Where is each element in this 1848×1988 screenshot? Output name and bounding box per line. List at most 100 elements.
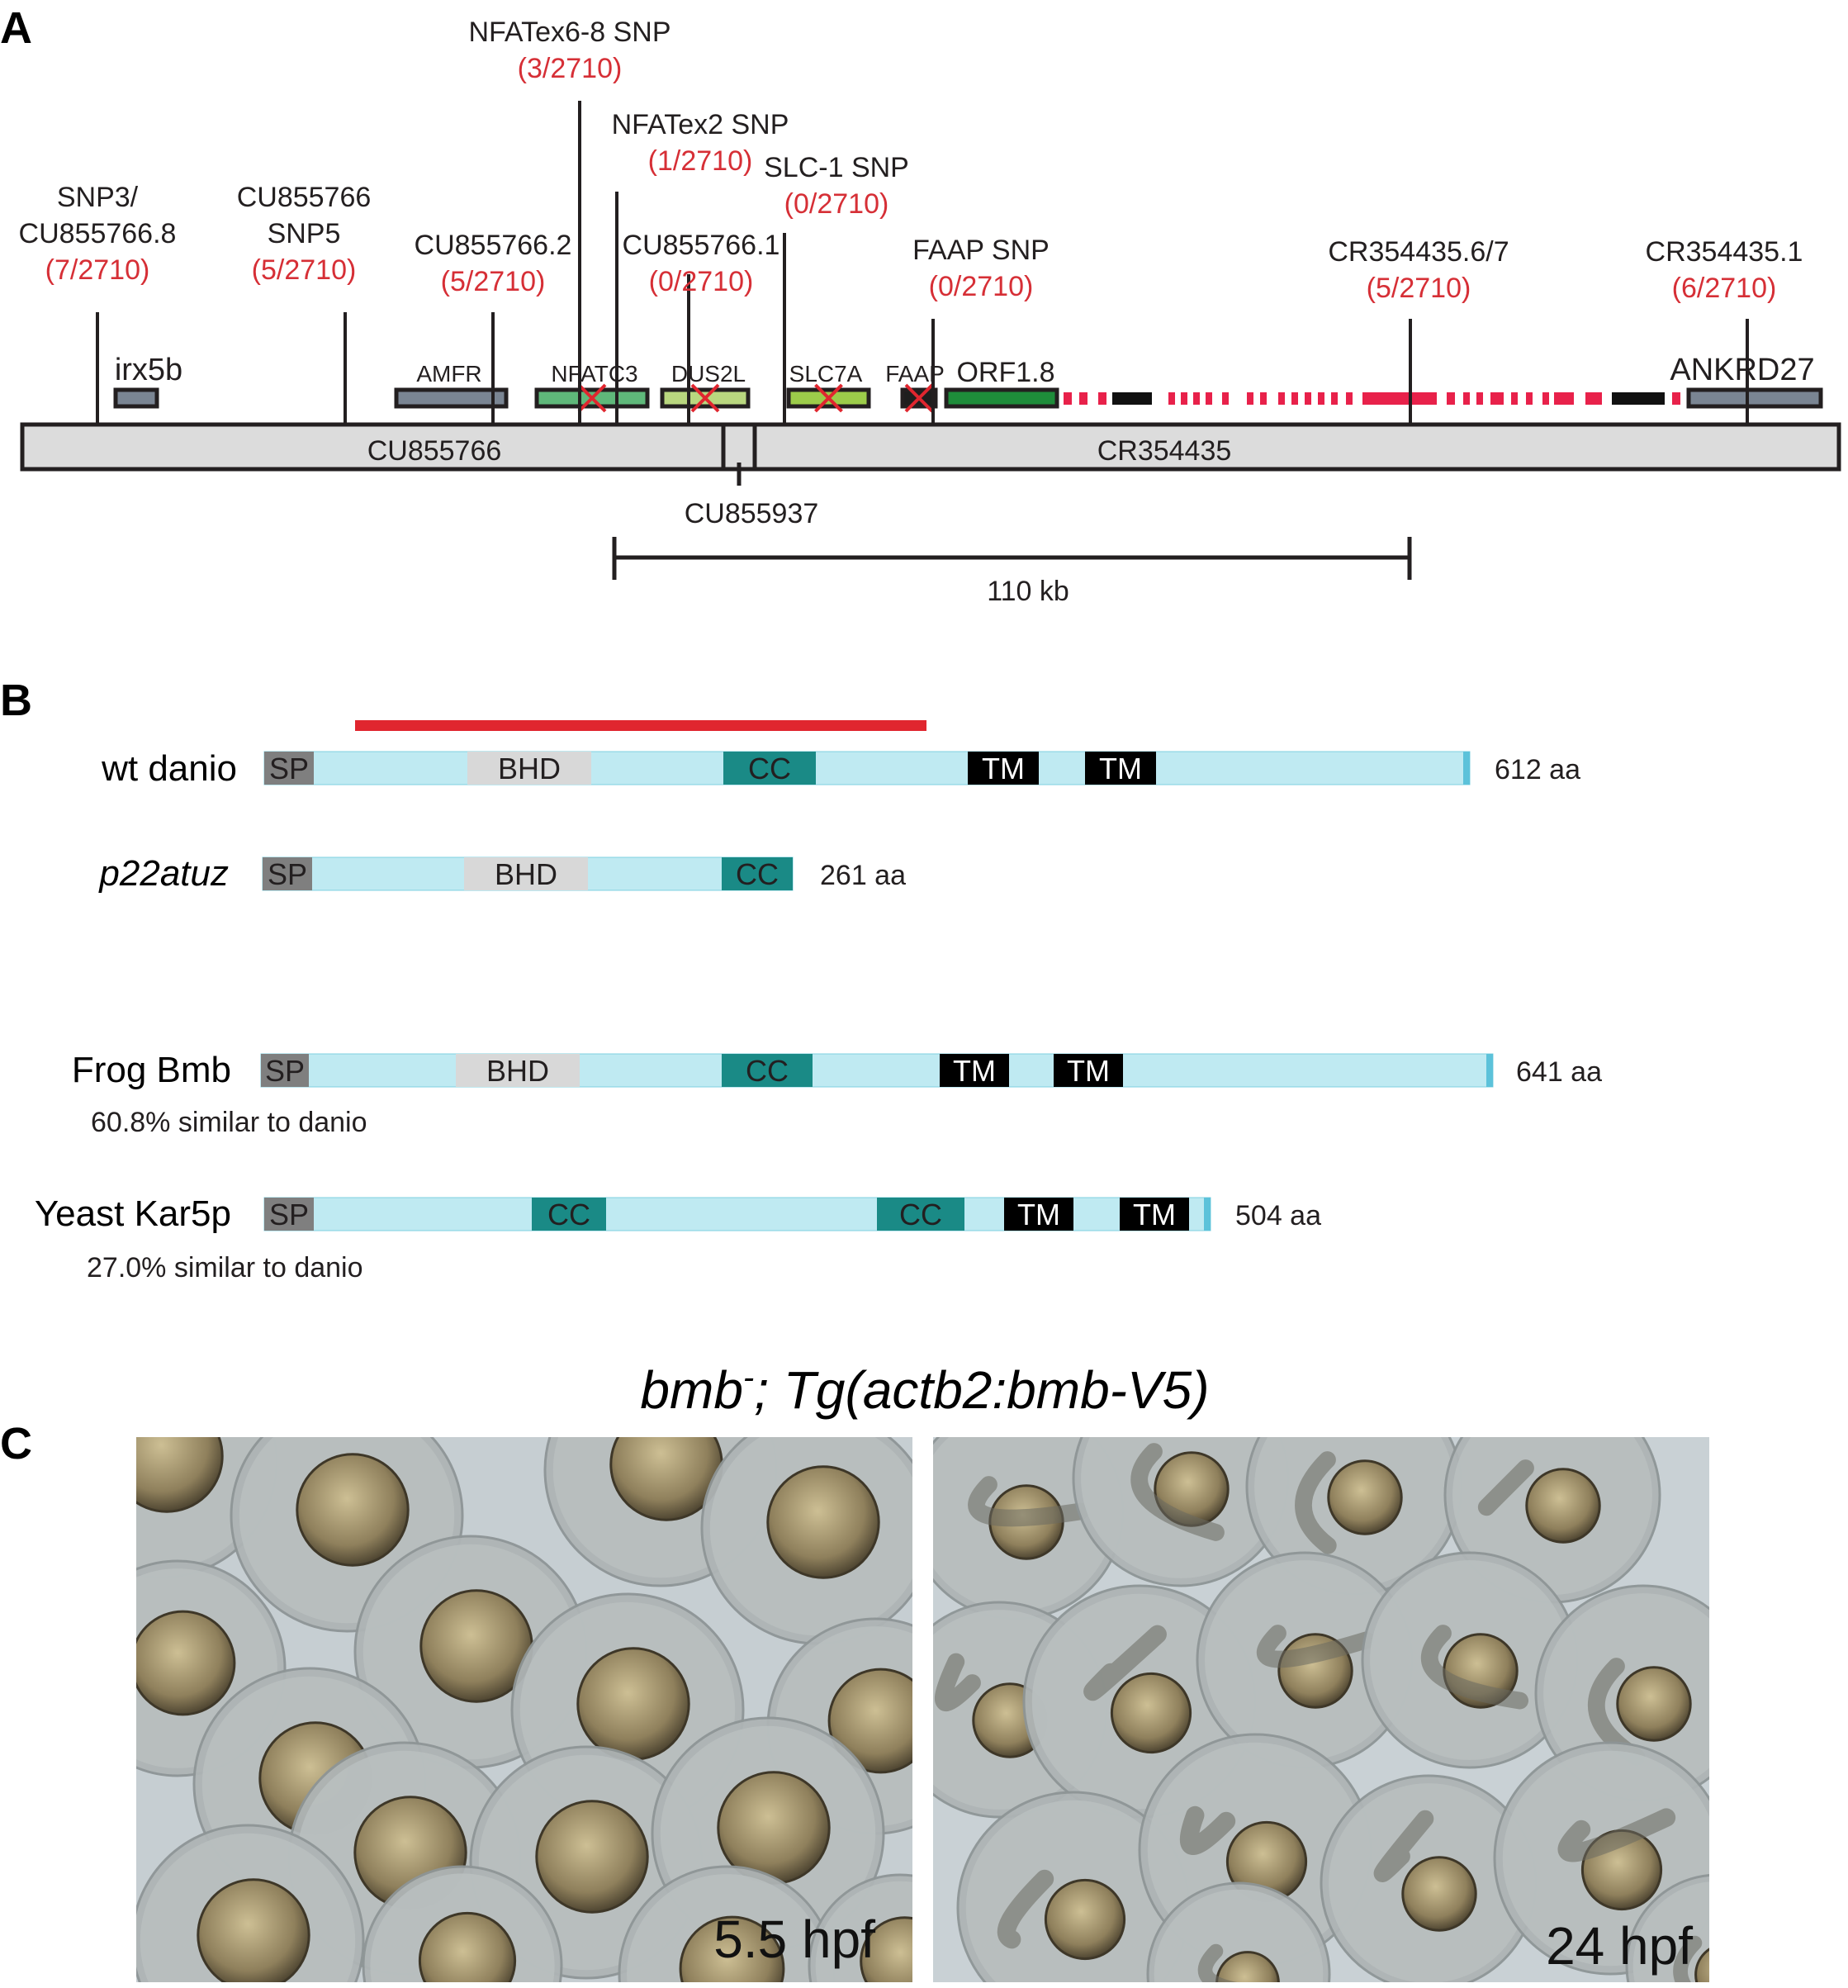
5-5-hpf-embryo xyxy=(700,1437,912,1645)
protein-p22atuz-domain-bhd-2-label: BHD xyxy=(495,857,557,891)
protein-p22atuz-domain-cc-3-label: CC xyxy=(736,857,779,891)
protein-frog-bmb-domain-bhd-2-label: BHD xyxy=(486,1054,549,1088)
protein-wt-danio-backbone xyxy=(263,751,1471,785)
protein-wt-danio-domain-tm-5-label: TM xyxy=(1099,752,1142,785)
excluded-cross-faap xyxy=(904,383,934,413)
scale-bar-label: 110 kb xyxy=(987,576,1069,607)
protein-frog-bmb-length: 641 aa xyxy=(1516,1056,1602,1088)
panel-letter-b: B xyxy=(0,676,32,725)
contig-left-label: CU855766 xyxy=(367,435,502,467)
truncated-region-bar xyxy=(355,720,926,731)
gene-label-orf1-8: ORF1.8 xyxy=(956,357,1054,388)
time-label-24-hpf: 24 hpf xyxy=(1546,1916,1693,1976)
protein-frog-bmb-domain-cc-3 xyxy=(722,1054,813,1087)
contig-bar xyxy=(20,422,1841,472)
marker-cu855766-snp5-recombinants: (5/2710) xyxy=(252,254,357,286)
protein-yeast-kar5p-similarity: 27.0% similar to danio xyxy=(87,1252,363,1283)
protein-yeast-kar5p-domain-sp-1 xyxy=(264,1198,314,1231)
24-hpf-embryo xyxy=(1361,1551,1579,1769)
gene-amfr: AMFR xyxy=(394,361,509,409)
marker-snp3-cu855766-8-name: CU855766.8 xyxy=(19,218,177,249)
marker-slc-1-snp: SLC-1 SNP(0/2710) xyxy=(764,152,909,425)
gene-label-nfatc3: NFATC3 xyxy=(551,361,637,387)
time-label-5-5-hpf: 5.5 hpf xyxy=(713,1910,875,1969)
gene-faap: FAAP xyxy=(885,361,945,413)
marker-nfatex2-snp-recombinants: (1/2710) xyxy=(648,145,753,177)
protein-yeast-kar5p-domain-cc-2 xyxy=(532,1198,606,1231)
gene-label-dus2l: DUS2L xyxy=(671,361,746,387)
protein-yeast-kar5p-name: Yeast Kar5p xyxy=(35,1193,231,1234)
marker-snp3-cu855766-8-recombinants: (7/2710) xyxy=(45,254,150,286)
gene-label-irx5b: irx5b xyxy=(115,353,182,387)
marker-cu855766-1: CU855766.1(0/2710) xyxy=(623,230,779,425)
protein-yeast-kar5p-domain-cc-3-label: CC xyxy=(899,1198,942,1231)
protein-frog-bmb-domain-tm-5 xyxy=(1054,1054,1123,1087)
marker-cr354435-1-recombinants: (6/2710) xyxy=(1672,273,1777,304)
gene-box-amfr xyxy=(394,387,509,409)
protein-frog-bmb-name: Frog Bmb xyxy=(72,1050,231,1090)
marker-nfatex6-8-snp: NFATex6-8 SNP(3/2710) xyxy=(468,17,671,425)
24-hpf-embryo xyxy=(1146,1881,1331,1982)
marker-cr354435-6-7-recombinants: (5/2710) xyxy=(1367,273,1471,304)
marker-cu855766-snp5-name: SNP5 xyxy=(268,218,341,249)
protein-yeast-kar5p-domain-tm-5 xyxy=(1120,1198,1189,1231)
genes-layer: irx5b AMFR NFATC3 DUS2L SLC7A FAAP ORF1.8 ANKRD… xyxy=(113,353,1823,413)
protein-wt-danio-domain-tm-5 xyxy=(1085,752,1156,785)
excluded-cross-nfatc3 xyxy=(577,383,607,413)
protein-wt-danio-domain-tm-4 xyxy=(968,752,1039,785)
5-5-hpf-embryo xyxy=(362,1865,563,1982)
protein-frog-bmb-domain-sp-1 xyxy=(261,1054,309,1087)
protein-wt-danio-domain-sp-1 xyxy=(264,752,314,785)
gene-irx5b: irx5b xyxy=(113,353,182,409)
protein-frog-bmb-similarity: 60.8% similar to danio xyxy=(91,1107,367,1138)
marker-nfatex6-8-snp-name: NFATex6-8 SNP xyxy=(468,17,670,48)
panel-letter-c: C xyxy=(0,1419,32,1468)
24-hpf-embryo xyxy=(956,1791,1191,1982)
panel-c-title: bmb-; Tg(actb2:bmb-V5) xyxy=(640,1359,1209,1420)
marker-cr354435-1: CR354435.1 (6/2710) xyxy=(1646,236,1803,425)
marker-slc-1-snp-recombinants: (0/2710) xyxy=(784,188,889,220)
gene-label-ankrd27: ANKRD27 xyxy=(1670,353,1814,387)
protein-wt-danio-c-terminus xyxy=(1463,752,1470,785)
protein-frog-bmb-domain-tm-4-label: TM xyxy=(953,1054,996,1088)
marker-cu855766-snp5-name: CU855766 xyxy=(237,182,372,213)
gene-label-amfr: AMFR xyxy=(416,361,481,387)
marker-faap-snp-name: FAAP SNP xyxy=(912,235,1050,266)
marker-nfatex2-snp: NFATex2 SNP(1/2710) xyxy=(612,109,789,425)
protein-p22atuz-domain-sp-1 xyxy=(263,857,312,890)
protein-yeast-kar5p-domain-tm-5-label: TM xyxy=(1133,1198,1176,1231)
gene-orf1-8: ORF1.8 xyxy=(944,357,1059,409)
gene-ankrd27: ANKRD27 xyxy=(1670,353,1823,409)
5-5-hpf-embryo xyxy=(808,1873,912,1982)
protein-p22atuz-domain-bhd-2 xyxy=(464,857,588,890)
marker-cr354435-1-name: CR354435.1 xyxy=(1646,236,1803,268)
protein-wt-danio-length: 612 aa xyxy=(1495,754,1580,785)
marker-snp3-cu855766-8-name: SNP3/ xyxy=(57,182,139,213)
sequence-gap-marks xyxy=(1064,392,1680,405)
protein-frog-bmb-backbone xyxy=(260,1053,1494,1088)
24-hpf-embryo xyxy=(1320,1774,1538,1982)
gene-label-slc7a: SLC7A xyxy=(789,361,863,387)
protein-frog-bmb-domain-sp-1-label: SP xyxy=(265,1054,305,1088)
contig-right-label: CR354435 xyxy=(1097,435,1232,467)
gene-box-ankrd27 xyxy=(1686,387,1823,409)
24-hpf-embryo xyxy=(1072,1437,1290,1587)
panel-letter-a: A xyxy=(0,3,32,53)
24-hpf-embryo xyxy=(933,1437,1125,1620)
protein-wt-danio-domain-tm-4-label: TM xyxy=(982,752,1025,785)
protein-wt-danio-domain-cc-3 xyxy=(723,752,816,785)
gene-label-faap: FAAP xyxy=(885,361,945,387)
marker-cu855766-2-recombinants: (5/2710) xyxy=(441,266,546,297)
protein-p22atuz-length: 261 aa xyxy=(820,860,906,891)
protein-p22atuz-name: p22atuz xyxy=(97,853,229,894)
protein-frog-bmb-domain-tm-5-label: TM xyxy=(1067,1054,1110,1088)
excluded-cross-slc7a xyxy=(814,383,843,413)
protein-frog-bmb-c-terminus xyxy=(1486,1054,1493,1087)
protein-p22atuz-domain-cc-3 xyxy=(722,857,793,890)
protein-yeast-kar5p-domain-tm-4 xyxy=(1004,1198,1073,1231)
